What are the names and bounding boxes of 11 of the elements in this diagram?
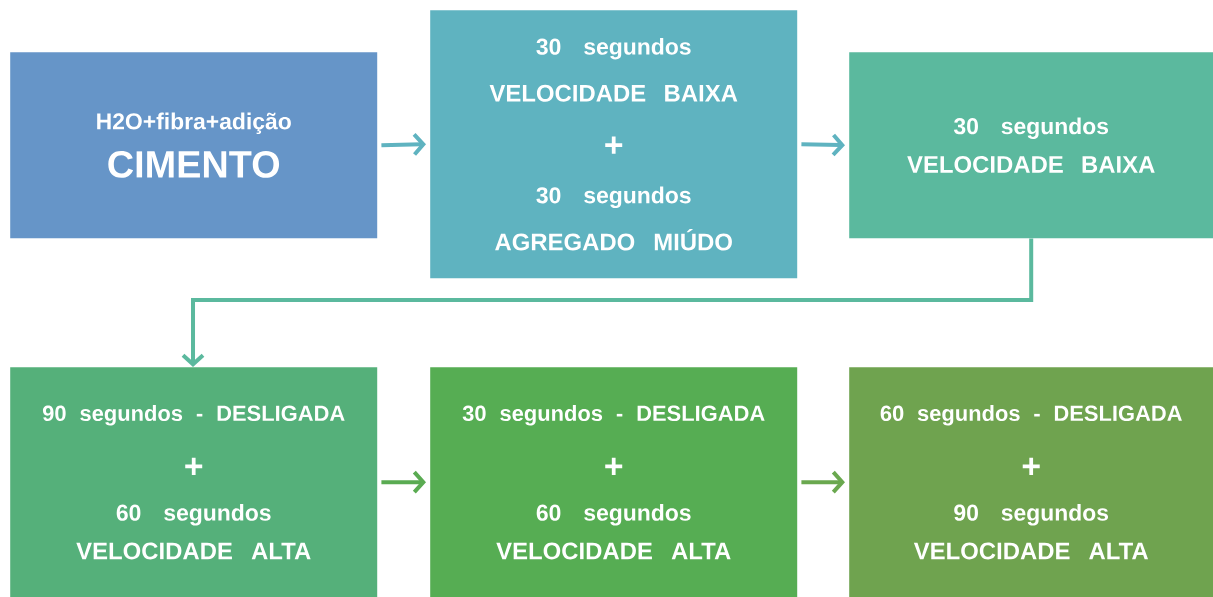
arrow — [801, 133, 845, 157]
arrow — [181, 238, 1034, 367]
arrow — [381, 133, 426, 156]
process-box: H2O+fibra+adição CIMENTO — [10, 52, 378, 239]
process-box: 90 segundos - DESLIGADA + 60 segundos VELOCIDADE ALTA — [10, 367, 378, 597]
arrow — [381, 470, 426, 494]
process-box: 30 segundos VELOCIDADE BAIXA + 30 segundos AGREGADO MIÚDO — [430, 10, 798, 279]
process-box: 60 segundos - DESLIGADA + 90 segundos VELOCIDADE ALTA — [849, 367, 1213, 597]
arrow — [801, 470, 845, 494]
process-box: 30 segundos - DESLIGADA + 60 segundos VELOCIDADE ALTA — [430, 367, 798, 597]
process-box: 30 segundos VELOCIDADE BAIXA — [849, 52, 1213, 239]
